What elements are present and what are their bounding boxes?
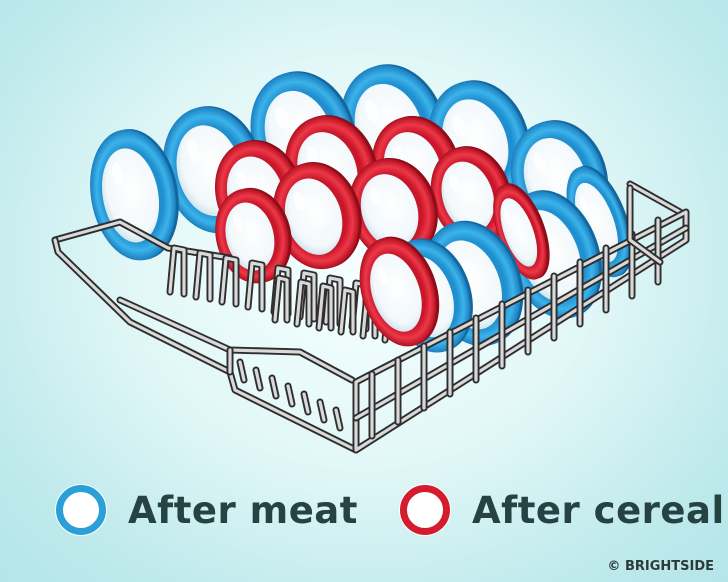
brightside-credit: © BRIGHTSIDE (607, 559, 714, 574)
rack-tine-mid-3 (339, 288, 355, 334)
legend-after-meat: After meat (56, 478, 358, 542)
front-red-plate-5 (359, 236, 440, 347)
rack-base-bar-0 (238, 360, 246, 382)
legend-after-cereal: After cereal (400, 478, 725, 542)
rack-tine-0 (168, 246, 186, 296)
legend-label-cereal: After cereal (472, 488, 725, 532)
rack-tine-mid-0 (273, 276, 289, 322)
blue-plate-5 (90, 129, 179, 261)
rack-base-bar-5 (318, 400, 326, 422)
rack-tine-1 (194, 251, 212, 301)
red-plate-11 (272, 161, 362, 270)
rack-right-post (628, 186, 662, 264)
rack-base-bar-4 (302, 392, 310, 414)
rack-base-bar-1 (254, 368, 262, 390)
rack-rim-back-right (628, 182, 682, 214)
rack-base-bar-3 (286, 384, 294, 406)
red-ring-icon (400, 485, 450, 535)
rack-rim-left (53, 238, 232, 374)
rack-base-bar-6 (334, 408, 342, 430)
red-plate-10 (348, 157, 438, 262)
legend-label-meat: After meat (128, 488, 358, 532)
rack-rim-front-left (118, 298, 354, 382)
rack-tine-2 (220, 256, 238, 306)
rack-base-bar-2 (270, 376, 278, 398)
red-plate-9 (430, 146, 513, 245)
front-red-plate-2 (493, 183, 550, 280)
rack-tine-mid-2 (317, 284, 333, 330)
rack-front-wires (116, 184, 690, 454)
front-plates-group (359, 165, 633, 353)
rack-bottom-front (228, 370, 358, 452)
rack-tine-mid-1 (295, 280, 311, 326)
rack-tine-3 (246, 261, 264, 311)
blue-ring-icon (56, 485, 106, 535)
rack-front-frame (354, 210, 688, 452)
